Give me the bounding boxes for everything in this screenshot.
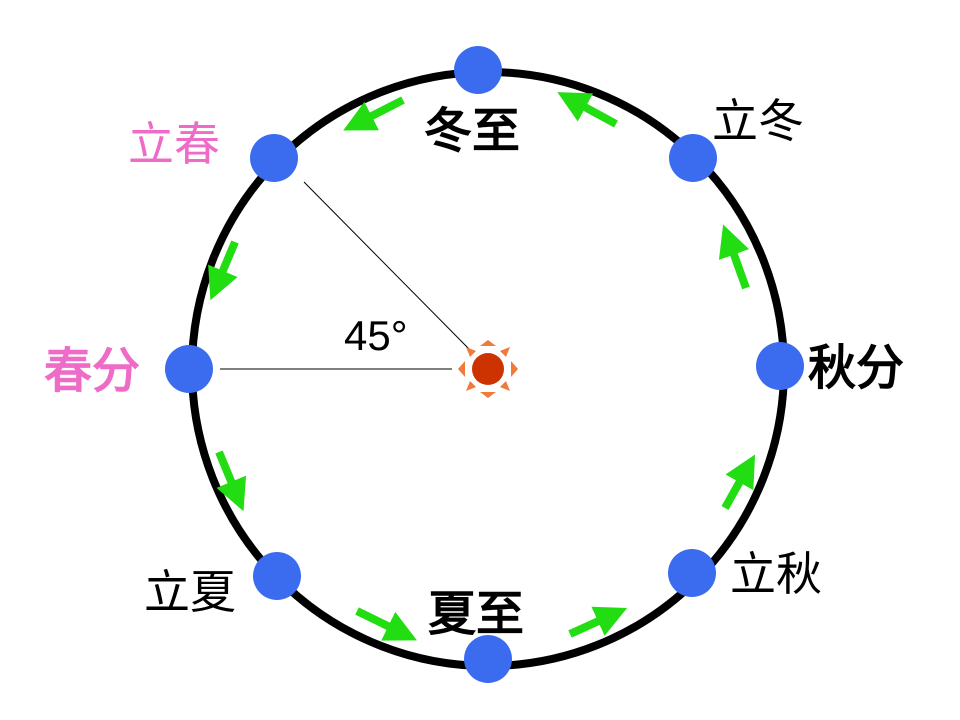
- angle-label: 45°: [344, 312, 408, 359]
- term-label-lidong: 立冬: [712, 94, 804, 148]
- sun-icon: [458, 340, 518, 398]
- node-qiufen: [756, 342, 804, 390]
- term-label-dongzhi: 冬至: [424, 103, 520, 159]
- term-label-xiazhi: 夏至: [428, 586, 524, 642]
- arrow-icon: [343, 96, 405, 131]
- arrow-icon: [355, 607, 417, 641]
- term-label-lixia: 立夏: [144, 565, 236, 619]
- term-nodes: [165, 46, 804, 683]
- term-label-chunfen: 春分: [44, 343, 140, 399]
- node-lixia: [253, 552, 301, 600]
- arrow-icon: [718, 224, 750, 290]
- node-liqiu: [668, 549, 716, 597]
- node-xiazhi: [464, 635, 512, 683]
- arrow-icon: [721, 454, 756, 510]
- node-lidong: [669, 134, 717, 182]
- term-label-lichun: 立春: [128, 117, 220, 171]
- node-chunfen: [165, 345, 213, 393]
- arrow-icon: [568, 606, 628, 638]
- node-lichun: [250, 134, 298, 182]
- arrow-icon: [215, 450, 247, 512]
- term-label-qiufen: 秋分: [808, 340, 904, 396]
- arrow-icon: [557, 92, 618, 128]
- radius-line-lichun: [303, 181, 473, 353]
- arrow-icon-set: [208, 92, 756, 641]
- arrow-icon: [208, 240, 239, 301]
- node-dongzhi: [454, 46, 502, 94]
- term-label-liqiu: 立秋: [730, 547, 822, 601]
